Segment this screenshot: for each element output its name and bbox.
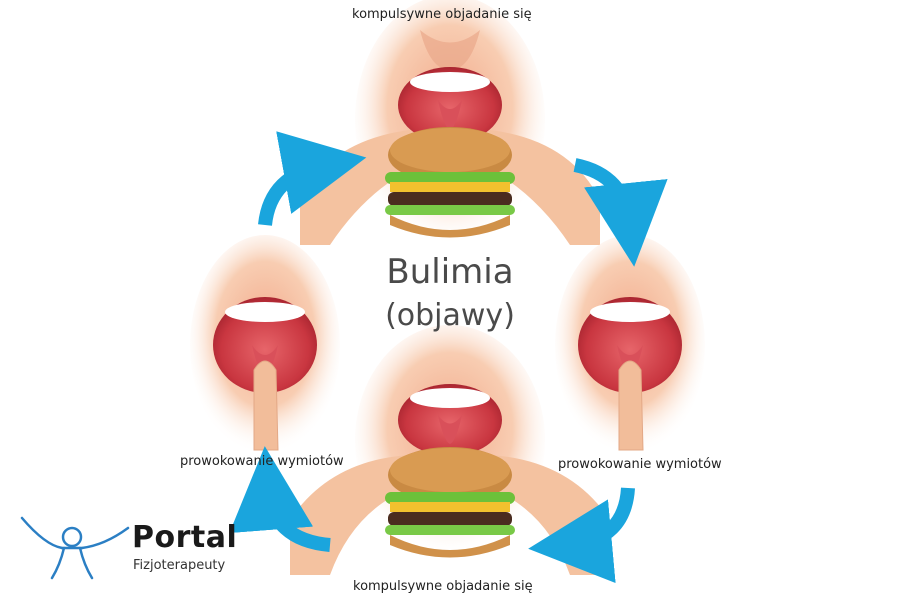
stick-figure-icon	[20, 516, 130, 580]
left-face-vomiting	[190, 235, 340, 455]
label-right: prowokowanie wymiotów	[558, 457, 722, 472]
top-burger-hands	[300, 127, 600, 245]
right-face-vomiting	[555, 235, 705, 455]
logo-name: Portal	[132, 520, 238, 555]
arrow-top-to-right	[573, 158, 668, 267]
diagram-title: Bulimia	[386, 252, 514, 292]
cycle-arrows	[229, 131, 668, 584]
diagram-subtitle: (objawy)	[385, 298, 515, 333]
label-top: kompulsywne objadanie się	[352, 7, 532, 22]
arrow-right-to-bottom	[528, 487, 635, 584]
arrow-left-to-top	[258, 131, 367, 226]
label-bottom: kompulsywne objadanie się	[353, 579, 533, 594]
logo-subtitle: Fizjoterapeuty	[133, 558, 226, 573]
label-left: prowokowanie wymiotów	[180, 454, 344, 469]
arrow-bottom-to-left	[229, 446, 331, 552]
